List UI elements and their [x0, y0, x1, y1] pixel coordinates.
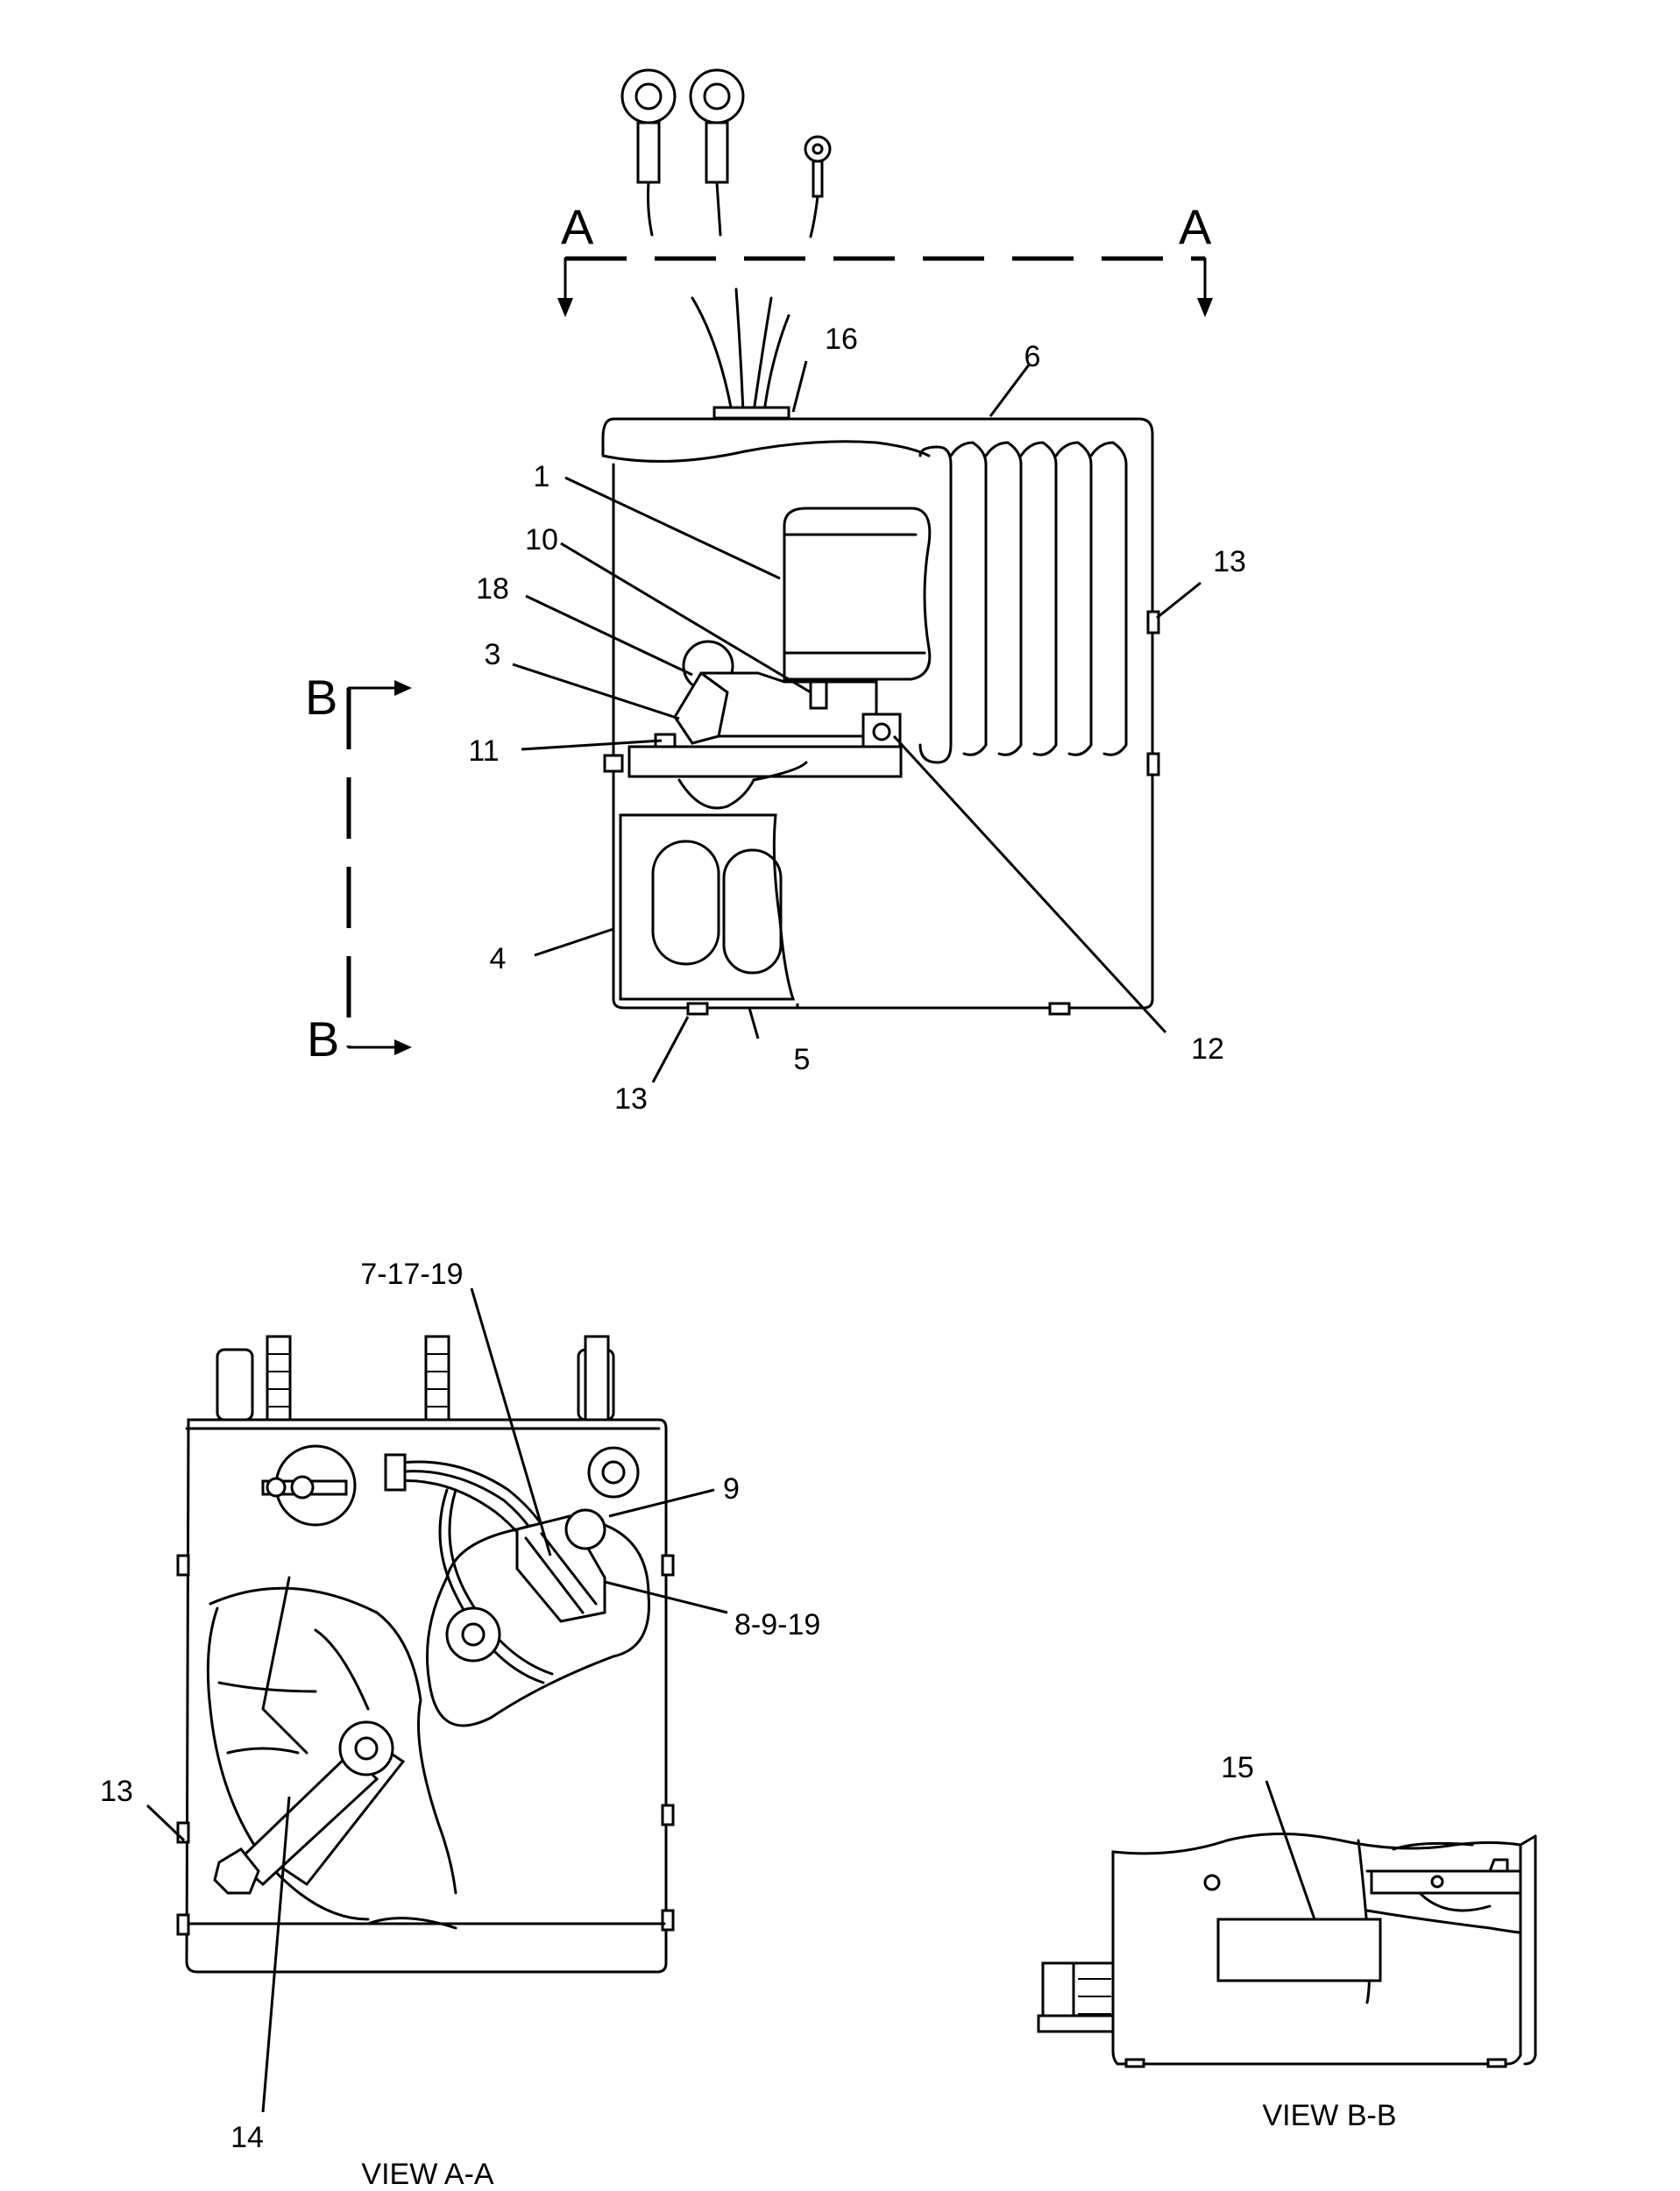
callout-13-bottom: 13 [614, 1082, 648, 1116]
callout-13-left: 13 [100, 1775, 133, 1808]
callout-1: 1 [534, 460, 550, 493]
view-a-a-callouts: 7-17-19 9 8-9-19 13 14 [100, 1258, 820, 2154]
section-mark-a-left: A [561, 199, 594, 254]
callout-3: 3 [485, 638, 501, 671]
section-mark-b-top: B [305, 670, 337, 725]
section-mark-b-bottom: B [307, 1011, 339, 1067]
front-view-callouts: 16 6 1 10 18 3 11 13 4 12 5 13 [468, 323, 1246, 1116]
caption-view-b-b: VIEW B-B [1262, 2099, 1396, 2132]
callout-18: 18 [476, 572, 509, 606]
view-a-a-leaders [145, 1287, 728, 2113]
callout-16: 16 [825, 323, 858, 356]
callout-8-9-19: 8-9-19 [734, 1608, 820, 1641]
callout-5: 5 [794, 1043, 811, 1076]
callout-13-right: 13 [1213, 545, 1246, 578]
caption-view-a-a: VIEW A-A [361, 2158, 493, 2191]
callout-12: 12 [1191, 1032, 1224, 1066]
callout-6: 6 [1024, 340, 1041, 373]
wire-terminals [620, 68, 832, 238]
callout-11: 11 [468, 734, 499, 768]
leader-15 [1265, 1780, 1316, 1920]
section-line-a-a: A A [557, 199, 1213, 317]
callout-10: 10 [525, 523, 558, 557]
callout-14: 14 [230, 2121, 264, 2154]
callout-9: 9 [723, 1472, 740, 1506]
callout-4: 4 [490, 942, 507, 975]
heater-assembly-front-view [601, 287, 1160, 1016]
callout-15: 15 [1221, 1751, 1254, 1784]
view-a-a-drawing [176, 1335, 675, 1974]
view-b-b-drawing [1037, 1833, 1537, 2068]
section-mark-a-right: A [1179, 199, 1212, 254]
callout-7-17-19: 7-17-19 [360, 1258, 463, 1291]
section-line-b-b: B B [305, 670, 412, 1067]
front-view-leaders [512, 360, 1202, 1083]
